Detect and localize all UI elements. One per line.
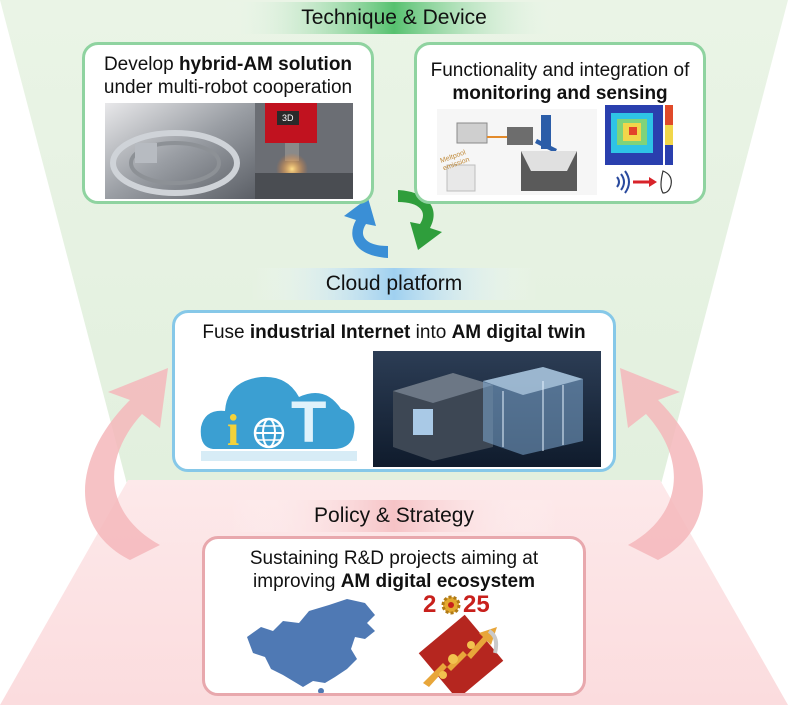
policy-header-band	[230, 500, 558, 532]
iot-t-letter: T	[291, 390, 327, 455]
hybrid-am-line1: Develop hybrid-AM solution	[85, 53, 371, 76]
globe-icon	[253, 417, 285, 449]
policy-header: Policy & Strategy	[314, 504, 474, 527]
technique-header-band	[220, 2, 568, 34]
policy-line1: Sustaining R&D projects aiming at	[249, 548, 539, 569]
digital-twin-pre: Fuse	[202, 322, 250, 343]
meltpool-setup-image: Meltpool emission	[437, 109, 597, 195]
hybrid-am-3d-label: 3D	[282, 113, 294, 123]
left-up-arrow-icon	[85, 368, 168, 560]
digital-twin-line: Fuse industrial Internet into AM digital…	[175, 321, 613, 344]
badge-year-2: 2	[423, 591, 437, 618]
iot-i-letter: i	[227, 406, 240, 455]
digital-twin-bold2: AM digital twin	[451, 322, 586, 343]
blue-cycle-arrow-icon	[344, 198, 388, 258]
hybrid-am-line2: under multi-robot cooperation	[103, 77, 353, 98]
green-cycle-arrow-icon	[398, 190, 442, 250]
monitoring-bold: monitoring and sensing	[452, 83, 668, 104]
digital-twin-machine-image	[373, 351, 601, 467]
cloud-header-band	[250, 268, 538, 300]
policy-line2: improving AM digital ecosystem	[205, 570, 583, 593]
technique-header: Technique & Device	[301, 6, 487, 29]
monitoring-line2: monitoring and sensing	[417, 82, 703, 105]
digital-twin-mid: into	[410, 322, 452, 343]
hybrid-am-bold: hybrid-AM solution	[178, 54, 353, 75]
monitoring-card: Functionality and integration of monitor…	[414, 42, 706, 204]
hybrid-am-pre: Develop	[103, 54, 179, 75]
made-in-china-2025-badge: 2 25	[413, 591, 509, 693]
cloud-header: Cloud platform	[325, 272, 463, 295]
digital-twin-bold1: industrial Internet	[249, 322, 411, 343]
gear-icon	[441, 595, 461, 615]
iot-cloud-image: i T	[195, 353, 363, 465]
heatmap-image	[605, 105, 673, 165]
sound-to-foot-icon	[611, 169, 681, 195]
digital-twin-card: Fuse industrial Internet into AM digital…	[172, 310, 616, 472]
policy-card: Sustaining R&D projects aiming at improv…	[202, 536, 586, 696]
right-up-arrow-icon	[620, 368, 703, 560]
policy-pre: improving	[253, 571, 341, 592]
policy-bold: AM digital ecosystem	[340, 571, 535, 592]
hybrid-am-card: Develop hybrid-AM solution under multi-r…	[82, 42, 374, 204]
monitoring-line1: Functionality and integration of	[430, 60, 690, 81]
hybrid-am-machine-image: 3D	[105, 103, 353, 199]
china-map-image	[247, 599, 375, 693]
badge-year-25: 25	[463, 591, 490, 618]
